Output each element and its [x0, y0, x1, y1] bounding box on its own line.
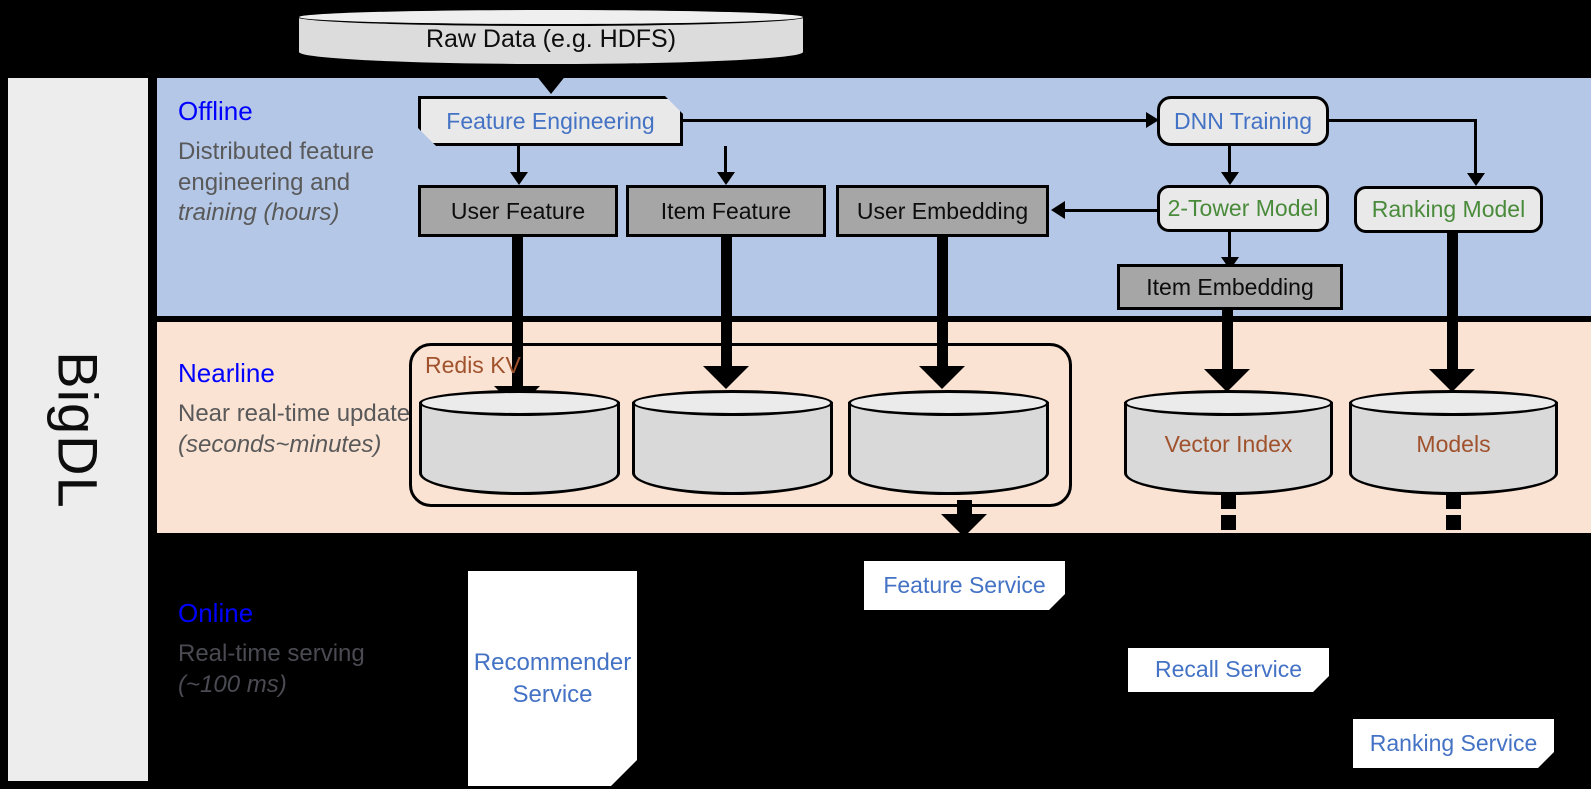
cylinder-body [632, 402, 833, 495]
caption-offline-desc: Distributed feature engineering and trai… [178, 138, 375, 227]
raw-data-label: Raw Data (e.g. HDFS) [425, 24, 677, 53]
caption-offline: Offline Distributed feature engineering … [178, 96, 413, 229]
bigdl-label: BigDL [46, 350, 110, 509]
connector-fe-itemfeature [724, 146, 727, 174]
node-ranking-model[interactable]: Ranking Model [1354, 186, 1543, 233]
connector-fe-userfeature [517, 146, 520, 174]
caption-nearline-desc: Near real-time update (seconds~minutes) [178, 400, 411, 458]
cylinder-body [419, 402, 620, 495]
cylinder-top [297, 8, 805, 26]
caption-offline-title: Offline [178, 96, 253, 126]
node-item-feature-label: Item Feature [660, 197, 792, 224]
caption-online-title: Online [178, 598, 254, 628]
stub-vectorindex-2 [1221, 515, 1236, 530]
arrowhead-itemfeature-redis [703, 366, 749, 389]
feed-userfeature-redis [512, 237, 523, 392]
node-feature-engineering-label: Feature Engineering [446, 107, 655, 134]
service-recommender[interactable]: Recommender Service [468, 571, 637, 786]
feed-itememb-vectorindex [1222, 310, 1233, 375]
arrowhead-redis-featureservice [941, 514, 987, 537]
node-dnn-training[interactable]: DNN Training [1157, 96, 1329, 146]
connector-twotower-userembedding [1065, 209, 1161, 212]
service-recall-label: Recall Service [1155, 656, 1302, 683]
arrowhead-fe-userfeature [510, 172, 528, 185]
redis-kv-container [409, 343, 1072, 507]
caption-nearline-title: Nearline [178, 358, 275, 388]
arrowhead-fe-dnn [1146, 112, 1159, 128]
node-ranking-model-label: Ranking Model [1371, 196, 1526, 223]
cylinder-top [1349, 390, 1558, 416]
connector-twotower-itememb [1228, 232, 1231, 260]
feed-rankingmodel-models [1447, 233, 1458, 375]
stub-models-1 [1446, 494, 1461, 509]
caption-online-desc: Real-time serving (~100 ms) [178, 640, 365, 698]
cylinder-top [1124, 390, 1333, 416]
arrowhead-dnn-ranking [1467, 173, 1485, 186]
service-recall[interactable]: Recall Service [1128, 648, 1329, 692]
stub-redis-featureservice [957, 500, 972, 515]
bigdl-rail: BigDL [8, 78, 148, 781]
service-ranking[interactable]: Ranking Service [1353, 719, 1554, 768]
arrowhead-userembedding-redis [919, 366, 965, 389]
vector-index-label: Vector Index [1164, 430, 1293, 457]
stub-models-2 [1446, 515, 1461, 530]
node-user-feature[interactable]: User Feature [418, 185, 618, 237]
service-feature[interactable]: Feature Service [864, 561, 1065, 610]
redis-cylinder-1 [419, 390, 620, 495]
stub-vectorindex-1 [1221, 494, 1236, 509]
vector-index-store[interactable]: Vector Index [1124, 390, 1333, 495]
caption-online: Online Real-time serving (~100 ms) [178, 598, 413, 700]
raw-data-store: Raw Data (e.g. HDFS) [297, 8, 805, 66]
service-ranking-label: Ranking Service [1369, 729, 1538, 756]
models-store[interactable]: Models [1349, 390, 1558, 495]
redis-kv-label: Redis KV [425, 352, 521, 378]
node-user-feature-label: User Feature [450, 197, 586, 224]
service-recommender-label: Recommender Service [473, 649, 632, 708]
service-feature-label: Feature Service [883, 571, 1046, 598]
node-2tower-model-label: 2-Tower Model [1167, 195, 1319, 222]
arrowhead-fe-itemfeature [717, 172, 735, 185]
arrowhead-rankingmodel-models [1429, 369, 1475, 392]
connector-dnn-twotower [1228, 146, 1231, 174]
redis-cylinder-3 [848, 390, 1049, 495]
caption-nearline: Nearline Near real-time update (seconds~… [178, 358, 413, 460]
arrowhead-itememb-vectorindex [1204, 369, 1250, 392]
arrowhead-twotower-userembedding [1051, 201, 1065, 219]
node-item-embedding-label: Item Embedding [1146, 273, 1314, 300]
models-label: Models [1416, 430, 1491, 457]
redis-cylinder-2 [632, 390, 833, 495]
cylinder-top [419, 390, 620, 416]
node-dnn-training-label: DNN Training [1173, 107, 1313, 134]
connector-dnn-ranking-v [1474, 119, 1477, 175]
connector-dnn-ranking-h [1329, 119, 1477, 122]
node-user-embedding-label: User Embedding [856, 197, 1029, 224]
cylinder-top [848, 390, 1049, 416]
arrowhead-rawdata-fe [535, 74, 567, 94]
cylinder-top [632, 390, 833, 416]
node-feature-engineering[interactable]: Feature Engineering [418, 96, 683, 146]
feed-userembedding-redis [937, 237, 948, 372]
node-2tower-model[interactable]: 2-Tower Model [1157, 185, 1329, 232]
connector-fe-dnn [683, 119, 1148, 122]
arrowhead-dnn-twotower [1221, 172, 1239, 185]
node-item-feature[interactable]: Item Feature [626, 185, 826, 237]
node-item-embedding[interactable]: Item Embedding [1117, 264, 1343, 310]
feed-itemfeature-redis [721, 237, 732, 372]
connector-rawdata-fe [549, 62, 552, 80]
node-user-embedding[interactable]: User Embedding [836, 185, 1049, 237]
